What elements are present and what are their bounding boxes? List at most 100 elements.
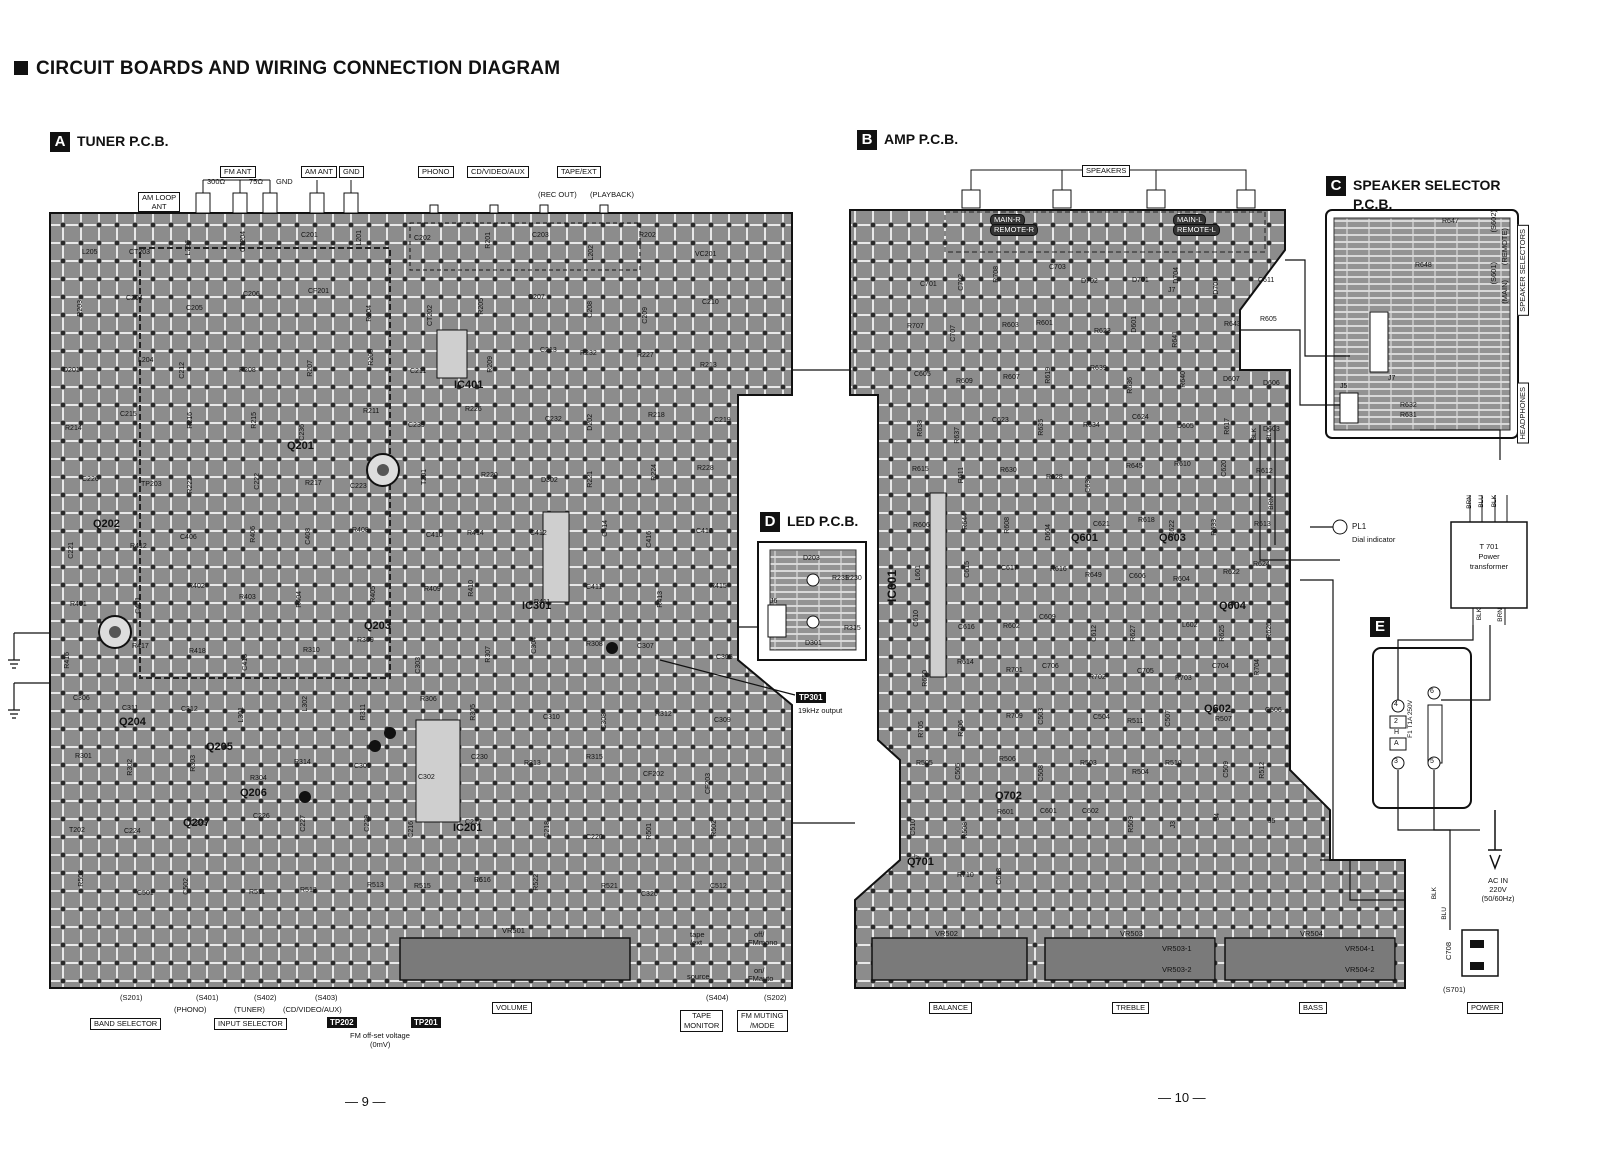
part-label-r305: R305 [470, 704, 477, 721]
part-label-c201: C201 [301, 232, 318, 239]
part-label-r601: R601 [1036, 320, 1053, 327]
part-label-r705: R705 [918, 721, 925, 738]
part-label-r643: R643 [1224, 321, 1241, 328]
vr502-label: VR502 [935, 929, 958, 938]
c708-label: C708 [1444, 942, 1453, 960]
q205-label: Q205 [206, 741, 233, 753]
transformer-label: T 701 Power transformer [1454, 542, 1524, 572]
amp-pcb-outline [849, 209, 1406, 989]
part-label-c204: C204 [126, 295, 143, 302]
remote-l-label: REMOTE-L [1173, 224, 1220, 236]
s403-label: (S403) [315, 993, 338, 1002]
part-label-l202: L202 [588, 245, 595, 261]
part-label-r703: R703 [1175, 675, 1192, 682]
part-label-r209: R209 [487, 356, 494, 373]
part-label-r302: R302 [127, 759, 134, 776]
part-label-c320: C320 [641, 891, 658, 898]
section-b-badge: B [857, 130, 877, 150]
part-label-c411: C411 [586, 584, 603, 591]
part-label-l301: L301 [238, 707, 245, 723]
part-label-r309: R309 [357, 637, 374, 644]
part-label-r610: R610 [1174, 461, 1191, 468]
part-label-c706: C706 [1042, 663, 1059, 670]
part-label-r627: R627 [1130, 625, 1137, 642]
switch-blu-wire-label: BLU [1441, 907, 1448, 920]
q202-label: Q202 [93, 518, 120, 530]
page-title: CIRCUIT BOARDS AND WIRING CONNECTION DIA… [14, 58, 560, 80]
part-label-c704: C704 [1212, 663, 1229, 670]
part-label-c211: C211 [410, 368, 427, 375]
terminal-6-label: 6 [1430, 688, 1434, 695]
tuner-vr-strip [399, 937, 631, 981]
transformer-text: transformer [1469, 562, 1509, 571]
part-label-r602: R602 [1003, 623, 1020, 630]
s201-label: (S201) [120, 993, 143, 1002]
part-label-d702: D702 [1081, 278, 1098, 285]
part-label-c221: C221 [68, 542, 75, 559]
part-label-c406: C406 [180, 534, 197, 541]
q603-label: Q603 [1159, 532, 1186, 544]
cd-video-aux-position-label: (CD/VIDEO/AUX) [283, 1005, 342, 1014]
am-loop-text: AM LOOP [142, 193, 177, 202]
part-label-r612: R612 [1256, 468, 1273, 475]
part-label-c239: C239 [408, 422, 425, 429]
part-label-r645: R645 [1126, 463, 1143, 470]
transformer-brn-wire-label: BRN [1466, 495, 1473, 509]
part-label-r220: R220 [481, 472, 498, 479]
part-label-r214: R214 [65, 425, 82, 432]
part-label-c504: C504 [1093, 714, 1110, 721]
part-label-c224: C224 [124, 828, 141, 835]
part-label-c208: C208 [587, 301, 594, 318]
part-label-d604: D604 [1045, 524, 1052, 541]
part-label-c205: C205 [186, 305, 203, 312]
part-label-d607: D607 [1223, 376, 1240, 383]
amp-vr-strip-bass [1224, 937, 1396, 981]
part-label-r315: R315 [586, 754, 603, 761]
part-label-c615: C615 [964, 561, 971, 578]
part-label-c611: C611 [1258, 277, 1275, 284]
part-label-c229: C229 [364, 815, 371, 832]
part-label-r207: R207 [307, 360, 314, 377]
part-label-c202: C202 [414, 235, 431, 242]
phono-position-label: (PHONO) [174, 1005, 207, 1014]
part-label-c505: C505 [955, 763, 962, 780]
fm-75-ohm-label: 75Ω [249, 177, 263, 186]
terminal-3-label: 3 [1394, 758, 1398, 765]
part-label-r511: R511 [1127, 718, 1144, 725]
part-label-c503: C503 [1038, 708, 1045, 725]
part-label-c226: C226 [253, 813, 270, 820]
volume-label: VOLUME [492, 1002, 532, 1014]
part-label-c310: C310 [543, 714, 560, 721]
phono-jack-label: PHONO [418, 166, 454, 178]
tp201-label: TP201 [411, 1017, 441, 1028]
part-label-r611: R611 [958, 467, 965, 484]
cd-video-aux-jack-label: CD/VIDEO/AUX [467, 166, 529, 178]
treble-label: TREBLE [1112, 1002, 1150, 1014]
part-label-r502: R502 [711, 820, 718, 837]
terminal-5-label: 5 [1430, 758, 1434, 765]
amp-brn-wire-label: BRN [1268, 496, 1275, 510]
fm-offset-voltage-label: FM off-set voltage [350, 1031, 410, 1040]
section-d-badge: D [760, 512, 780, 532]
part-label-l204: L204 [138, 357, 154, 364]
speakers-label: SPEAKERS [1082, 165, 1131, 177]
transformer-blu-wire-label: BLU [1478, 495, 1485, 508]
fuse-body [1427, 704, 1443, 764]
tuner-pcb-outline [49, 212, 793, 989]
power-pcb-outline [1372, 647, 1472, 809]
part-label-r203: R203 [77, 300, 84, 317]
amp-vr-strip-balance [871, 937, 1028, 981]
part-label-r211: R211 [363, 408, 380, 415]
switch-blk-wire-label: BLK [1431, 887, 1438, 900]
page-number-right: — 10 — [1158, 1090, 1206, 1105]
part-label-t202: T202 [69, 827, 85, 834]
part-label-r709: R709 [1006, 713, 1023, 720]
part-label-r511: R511 [249, 889, 266, 896]
part-label-l206: L206 [185, 240, 192, 256]
part-label-ct203: CT203 [129, 249, 151, 256]
ic201-body [415, 719, 461, 823]
part-label-r701: R701 [1006, 667, 1023, 674]
part-label-r650: R650 [922, 670, 929, 687]
part-label-j5: J5 [1268, 818, 1276, 825]
part-label-r501: R501 [646, 823, 653, 840]
